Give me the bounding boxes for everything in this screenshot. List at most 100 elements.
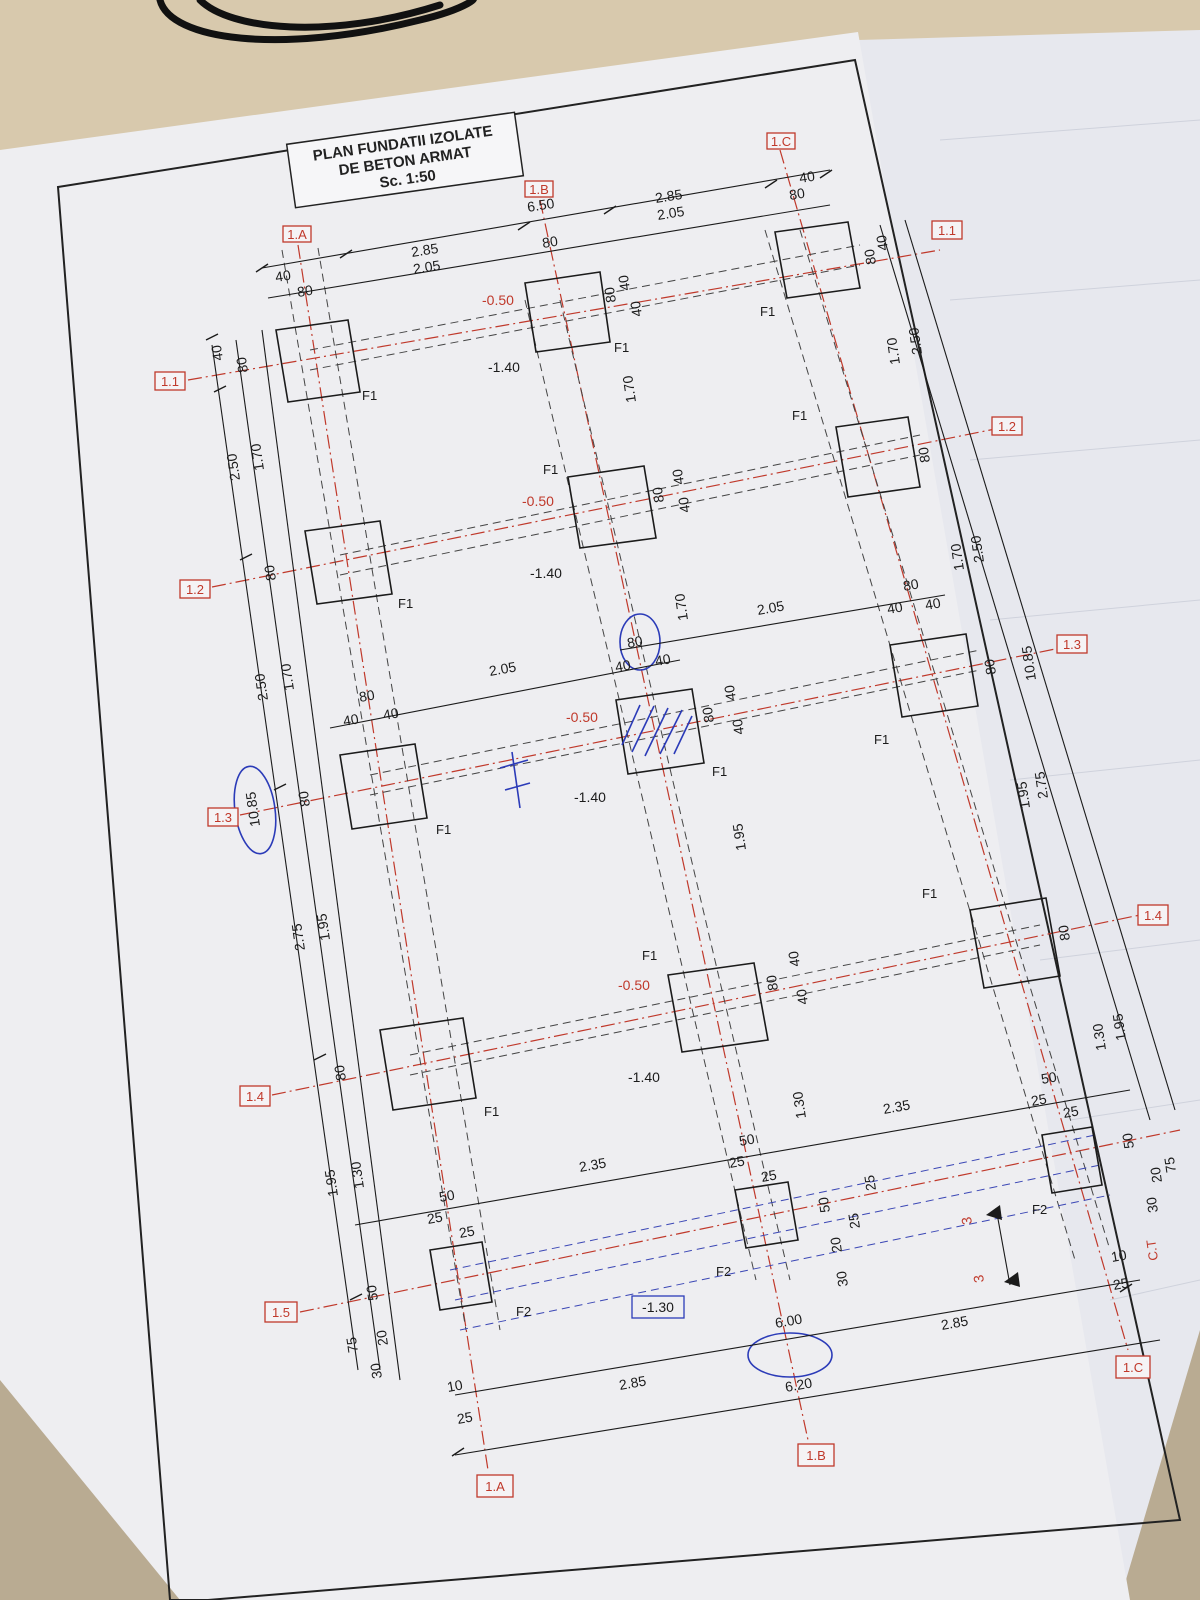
footing-f1: [304, 520, 393, 605]
svg-text:10: 10: [446, 1376, 464, 1394]
level-bottom: -1.40: [530, 565, 562, 581]
svg-text:1.5: 1.5: [272, 1305, 290, 1320]
blue-ink-circle: [619, 613, 661, 671]
footing-f1: [889, 633, 979, 718]
svg-text:50: 50: [1119, 1132, 1137, 1150]
dimension-texts: 2.85 2.05 40 80 6.50 80 2.85 2.05 40 80 …: [208, 168, 1179, 1427]
svg-text:40: 40: [614, 656, 632, 674]
svg-text:25: 25: [760, 1166, 778, 1184]
svg-text:10.85: 10.85: [1018, 645, 1039, 682]
level-bottom: -1.40: [628, 1069, 660, 1085]
axis-line-1a: [297, 244, 489, 1471]
svg-text:20: 20: [1147, 1166, 1165, 1184]
level-bottom: -1.40: [574, 789, 606, 805]
axis-tag-1c-top: 1.C: [766, 132, 796, 150]
footing-f1: [969, 897, 1061, 989]
svg-text:F1: F1: [792, 408, 807, 423]
svg-text:1.4: 1.4: [246, 1089, 264, 1104]
svg-text:80: 80: [902, 575, 920, 593]
svg-text:6.50: 6.50: [526, 195, 556, 215]
axis-tag-1b-top: 1.B: [524, 180, 554, 198]
svg-text:2.75: 2.75: [1031, 770, 1051, 799]
margin-note: C.T: [1143, 1239, 1161, 1262]
svg-text:30: 30: [833, 1270, 851, 1288]
svg-text:1.2: 1.2: [186, 582, 204, 597]
footing-f1: [275, 319, 361, 403]
footing-f1: [667, 962, 769, 1053]
title-block: PLAN FUNDATII IZOLATE DE BETON ARMAT Sc.…: [285, 111, 525, 209]
axis-tag-1-5-left: 1.5: [264, 1301, 298, 1323]
axis-tag-1-2-right: 1.2: [991, 416, 1023, 436]
svg-text:2.05: 2.05: [656, 203, 686, 223]
svg-text:80: 80: [358, 686, 376, 704]
svg-text:40: 40: [615, 274, 633, 292]
svg-text:25: 25: [1062, 1102, 1080, 1120]
axis-tag-1a-bottom: 1.A: [476, 1474, 514, 1498]
svg-text:2.85: 2.85: [940, 1312, 970, 1333]
svg-text:80: 80: [788, 185, 806, 203]
axis-tags: 1.A 1.B 1.C 1.A 1.B 1.C 1.1 1.2: [154, 132, 1169, 1498]
svg-text:80: 80: [601, 286, 619, 304]
svg-text:2.85: 2.85: [618, 1372, 648, 1393]
axis-line-1-2: [211, 427, 1001, 588]
svg-text:80: 80: [981, 658, 999, 676]
svg-text:80: 80: [763, 974, 781, 992]
level-top: -0.50: [522, 493, 554, 509]
footing-f1: [567, 465, 657, 549]
level-bottom: -1.40: [488, 359, 520, 375]
svg-text:40: 40: [886, 598, 904, 616]
drawing-frame: [56, 58, 1182, 1600]
svg-text:F2: F2: [516, 1304, 531, 1319]
svg-text:F1: F1: [398, 596, 413, 611]
footing-f2: [734, 1181, 799, 1249]
svg-text:40: 40: [627, 300, 645, 318]
axis-line-1-1: [187, 249, 941, 381]
svg-text:50: 50: [815, 1196, 833, 1214]
svg-text:80: 80: [233, 356, 251, 374]
svg-text:1.70: 1.70: [671, 592, 691, 621]
dimension-ticks: [205, 169, 1133, 1457]
svg-text:F1: F1: [614, 340, 629, 355]
svg-text:1.95: 1.95: [1109, 1012, 1129, 1041]
svg-text:80: 80: [626, 632, 644, 650]
axis-tag-1a-top: 1.A: [282, 225, 312, 243]
svg-text:2.75: 2.75: [288, 922, 308, 951]
svg-text:40: 40: [729, 718, 747, 736]
svg-text:2.85: 2.85: [410, 240, 440, 260]
svg-text:F1: F1: [760, 304, 775, 319]
footing-f1: [379, 1017, 477, 1111]
svg-text:25: 25: [861, 1174, 879, 1192]
svg-text:F1: F1: [712, 764, 727, 779]
svg-text:80: 80: [915, 446, 933, 464]
svg-text:1.95: 1.95: [729, 822, 749, 851]
svg-text:2.50: 2.50: [251, 672, 271, 701]
svg-text:20: 20: [373, 1329, 391, 1347]
svg-text:1.95: 1.95: [1013, 780, 1033, 809]
svg-text:1.95: 1.95: [313, 912, 333, 941]
svg-text:40: 40: [873, 234, 891, 252]
svg-text:40: 40: [798, 168, 816, 186]
footing-f1: [835, 416, 921, 498]
svg-text:1.3: 1.3: [214, 810, 232, 825]
svg-text:F1: F1: [922, 886, 937, 901]
axis-tag-1-4-left: 1.4: [239, 1085, 271, 1107]
svg-text:2.05: 2.05: [488, 658, 518, 679]
svg-text:2.35: 2.35: [882, 1096, 912, 1117]
svg-text:40: 40: [669, 468, 687, 486]
svg-text:1.95: 1.95: [321, 1168, 341, 1197]
dimension-lines: [211, 169, 1176, 1456]
level-top: -0.50: [566, 709, 598, 725]
slab-level-box: -1.30: [631, 1295, 685, 1319]
axis-line-1c: [779, 149, 1129, 1351]
footing-f1: [339, 743, 428, 830]
svg-text:1.B: 1.B: [806, 1448, 826, 1463]
level-top: -0.50: [482, 292, 514, 308]
svg-text:1.4: 1.4: [1144, 908, 1162, 923]
svg-text:50: 50: [738, 1130, 756, 1148]
svg-text:80: 80: [541, 233, 559, 251]
svg-text:30: 30: [1143, 1196, 1161, 1214]
axis-tag-1-3-left: 1.3: [207, 807, 239, 827]
blue-hatch: [621, 704, 693, 757]
